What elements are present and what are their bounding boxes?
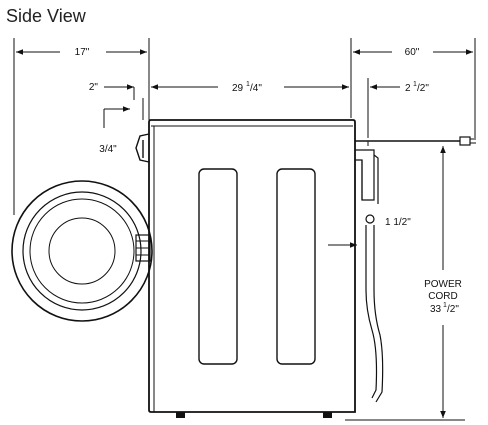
dimension-3-4 (103, 106, 130, 128)
dim-29-tail: /4" (250, 83, 262, 94)
dim-34-label: 3/4" (99, 144, 117, 155)
control-knob (135, 133, 150, 163)
dim-2half-frac: 1 (413, 81, 417, 88)
cord-tail: /2" (447, 304, 459, 315)
cord-whole: 33 (430, 304, 442, 315)
cord-frac: 1 (443, 302, 447, 309)
dim-17-label: 17" (75, 47, 90, 58)
power-cord (355, 136, 476, 146)
dim-2half-tail: /2" (417, 83, 429, 94)
dryer-cabinet (148, 119, 356, 413)
drain-hose (355, 149, 384, 403)
extension-lines (13, 38, 476, 215)
dim-29-frac: 1 (246, 81, 250, 88)
cord-line2: CORD (428, 291, 457, 302)
dimension-1-half (328, 238, 367, 252)
cord-line1: POWER (424, 279, 462, 290)
dim-60-label: 60" (405, 47, 420, 58)
dimension-2 (104, 84, 135, 100)
side-panels (198, 168, 316, 365)
dimension-power-cord-height (345, 146, 465, 421)
diagram-title: Side View (6, 6, 86, 26)
dim-1half-label: 1 1/2" (385, 217, 411, 228)
door-handle (135, 234, 151, 262)
dim-2half-whole: 2 (405, 83, 411, 94)
door-porthole (11, 180, 153, 322)
dim-2-label: 2" (89, 82, 99, 93)
dim-29-whole: 29 (232, 83, 244, 94)
leveling-feet (176, 412, 332, 418)
